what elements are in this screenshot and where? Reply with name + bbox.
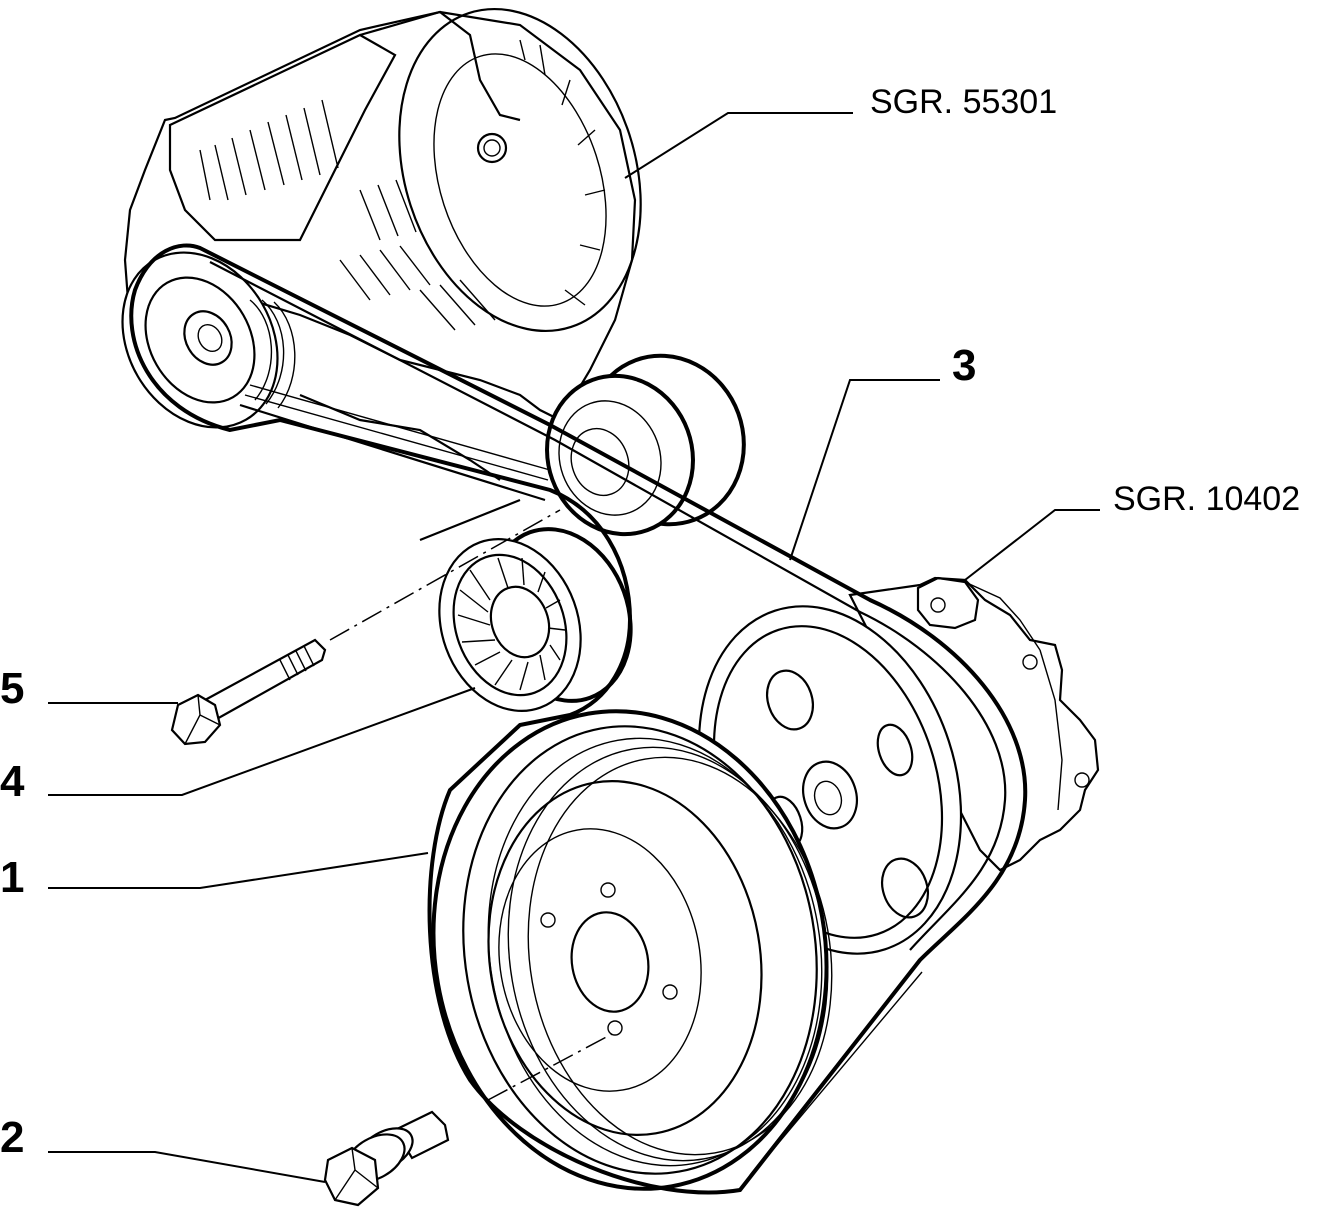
tensioner-pulley xyxy=(438,527,633,713)
ref-alternator-label: SGR. 55301 xyxy=(870,83,1057,121)
bolt-5-axis-line xyxy=(329,509,561,641)
water-pump xyxy=(848,576,1100,872)
ref-water-pump-label: SGR. 10402 xyxy=(1113,480,1300,518)
pulley-bolt-with-washer xyxy=(323,1110,450,1207)
callout-1: 1 xyxy=(0,853,24,902)
crankshaft-pulley xyxy=(431,709,833,1191)
callout-5: 5 xyxy=(0,664,24,713)
bolt-2-axis-line xyxy=(487,1033,613,1101)
tensioner-bolt xyxy=(170,638,327,746)
callout-2: 2 xyxy=(0,1113,24,1162)
callout-4: 4 xyxy=(0,757,25,806)
poly-v-belt xyxy=(129,243,1028,1195)
callout-3: 3 xyxy=(952,341,976,390)
upper-idler-pulley xyxy=(545,353,746,537)
leader-lines xyxy=(48,112,1100,1183)
